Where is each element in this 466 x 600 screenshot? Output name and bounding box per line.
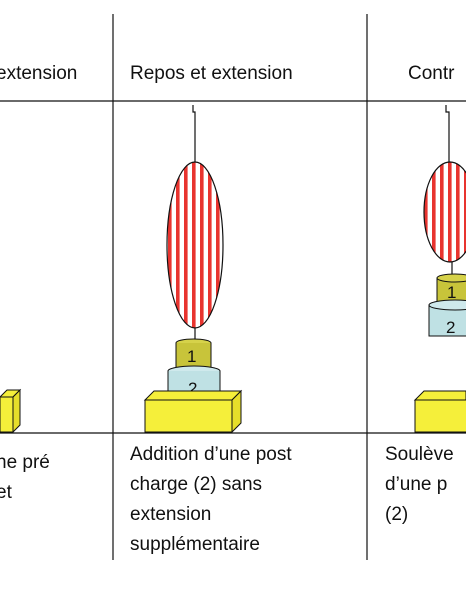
weight-2-col3: 2 [428, 299, 466, 337]
suspension-string-col3 [445, 105, 450, 162]
weight-2-col3-label: 2 [446, 318, 455, 337]
column-caption-3: Soulève d’une p (2) [385, 444, 454, 525]
muscle-assembly-col2: 1 2 [143, 105, 243, 434]
column-caption-1: ne pré et [0, 452, 50, 503]
weight-1-col3-label: 1 [447, 283, 456, 302]
muscle-ellipse [166, 161, 224, 329]
column-header-3: Contr [408, 63, 455, 84]
column-header-1: extension [0, 63, 78, 84]
suspension-string [192, 105, 196, 162]
base-block-col1 [0, 388, 22, 434]
column-header-2: Repos et extension [130, 63, 293, 84]
muscle-assembly-col3: 1 2 [413, 105, 466, 433]
base-block-col2 [143, 389, 243, 434]
weight-1-col3: 1 [436, 273, 466, 303]
weight-2-label: 2 [188, 379, 197, 398]
weight-1-label: 1 [187, 347, 196, 366]
column-caption-2: Addition d’une post charge (2) sans exte… [130, 444, 292, 555]
base-block-col3 [413, 390, 466, 433]
muscle-ellipse-col3 [423, 161, 466, 263]
